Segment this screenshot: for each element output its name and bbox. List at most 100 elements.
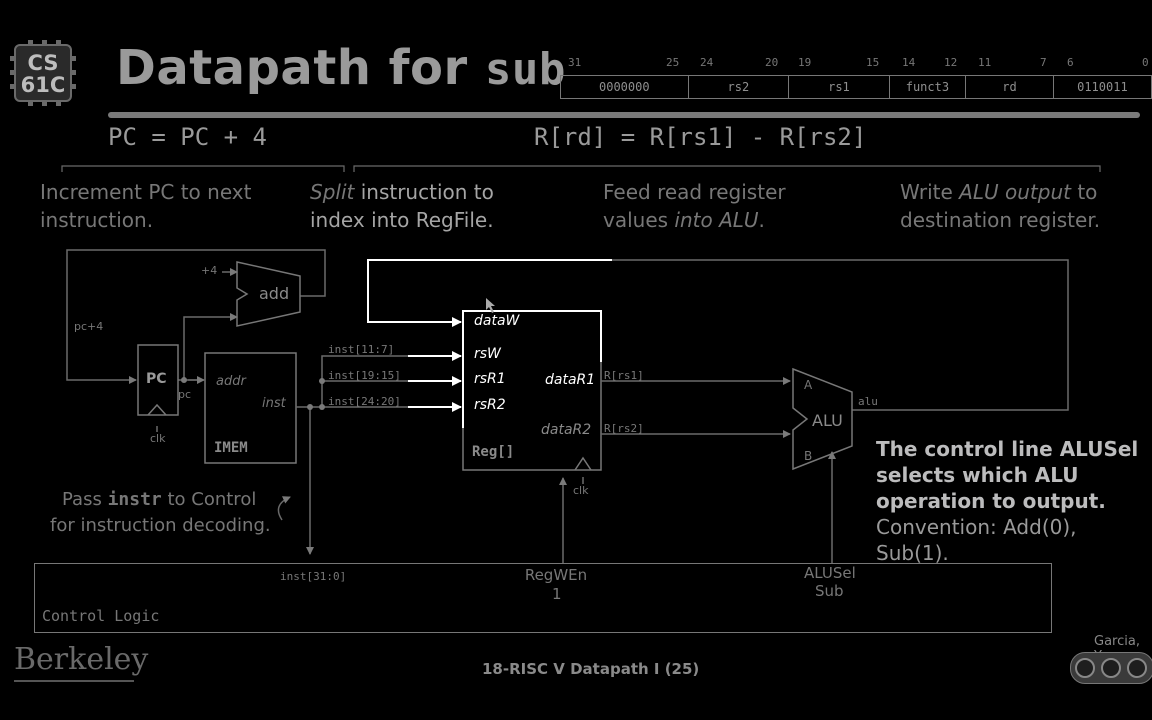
bit-label: 0 (1142, 56, 1149, 69)
imem-addr-label: addr (216, 374, 246, 389)
field-rs1: rs1 (788, 75, 890, 99)
desc-split-instruction: Split instruction to index into RegFile. (310, 178, 494, 234)
title-underline (108, 112, 1140, 118)
cc-icon (1075, 658, 1095, 678)
regfile-dataR2: dataR2 (541, 422, 592, 438)
r-rs1-label: R[rs1] (604, 369, 644, 382)
field-funct7: 0000000 (560, 75, 689, 99)
field-rd: rd (965, 75, 1054, 99)
desc-text: to (1070, 180, 1098, 204)
nc-icon (1127, 658, 1147, 678)
desc-text: instruction to (354, 180, 494, 204)
pc-label: PC (146, 371, 167, 387)
field-rs2: rs2 (687, 75, 790, 99)
pc-increment-wires (66, 249, 326, 432)
inst-rs1-bits: inst[19:15] (328, 369, 401, 382)
alu-input-wires (601, 377, 791, 438)
desc-text: Increment PC to next (40, 180, 252, 204)
field-opcode: 0110011 (1052, 75, 1152, 99)
inst-rd-bits: inst[11:7] (328, 343, 395, 356)
instruction-format: 0000000 rs2 rs1 funct3 rd 0110011 (560, 75, 1152, 99)
alu-input-a: A (804, 378, 813, 392)
note-code: instr (107, 489, 162, 510)
callout-text: operation to output. (876, 489, 1106, 513)
title-instr: sub (484, 44, 566, 95)
desc-text: . (758, 208, 765, 232)
slide-title: Datapath for sub (116, 40, 566, 96)
bracket-lines (61, 165, 1101, 172)
imem-inst-label: inst (262, 396, 286, 411)
alu-shape (792, 367, 853, 471)
alu-input-b: B (804, 449, 813, 463)
desc-write-output: Write ALU output to destination register… (900, 178, 1100, 234)
pc-output-label: pc (178, 388, 192, 401)
control-wires (559, 451, 836, 563)
regfile-rsR2: rsR2 (474, 397, 506, 413)
bit-label: 12 (944, 56, 958, 69)
bit-label: 7 (1040, 56, 1047, 69)
bit-label: 20 (765, 56, 779, 69)
desc-text: values (603, 208, 675, 232)
desc-text: instruction. (40, 208, 154, 232)
bit-label: 24 (700, 56, 714, 69)
note-text: to Control (161, 489, 257, 510)
regfile-dataR1: dataR1 (545, 372, 596, 388)
logo-line1: CS (27, 51, 59, 75)
imem-box (204, 352, 297, 464)
bit-label: 31 (568, 56, 582, 69)
by-icon (1101, 658, 1121, 678)
desc-text: destination register. (900, 208, 1101, 232)
lecture-footer: 18-RISC V Datapath I (25) (482, 660, 700, 678)
alusel-label: ALUSel (804, 564, 856, 582)
regfile-rsR1: rsR1 (474, 371, 506, 387)
bit-label: 19 (798, 56, 812, 69)
regwen-value: 1 (552, 585, 562, 603)
desc-emphasis: Split (310, 180, 355, 204)
bit-label: 6 (1067, 56, 1074, 69)
control-logic-box (34, 563, 1052, 633)
pc-clk-label: clk (150, 432, 166, 445)
highlighted-wires (367, 259, 612, 412)
creative-commons-badge (1070, 652, 1152, 684)
berkeley-logo-strip (14, 680, 134, 690)
inst-rs2-bits: inst[24:20] (328, 395, 401, 408)
r-rs2-label: R[rs2] (604, 422, 644, 435)
inst-31-0-label: inst[31:0] (280, 570, 347, 583)
callout-text: selects which ALU (876, 463, 1079, 487)
plus4-label: +4 (201, 264, 218, 277)
alusel-value: Sub (815, 582, 844, 600)
desc-feed-alu: Feed read register values into ALU. (603, 178, 786, 234)
bit-label: 25 (666, 56, 680, 69)
reg-equation: R[rd] = R[rs1] - R[rs2] (534, 123, 867, 151)
note-text: for instruction decoding. (50, 515, 271, 536)
pc-adder-shape (236, 261, 301, 327)
pc-clock-triangle (147, 403, 167, 416)
regfile-clock-triangle (574, 456, 592, 471)
regfile-box (462, 362, 602, 471)
callout-text: The control line ALUSel (876, 437, 1139, 461)
berkeley-logo: Berkeley (14, 642, 149, 677)
alu-label: ALU (812, 411, 843, 430)
mouse-cursor-icon (486, 298, 495, 313)
desc-text: Write (900, 180, 960, 204)
field-funct3: funct3 (888, 75, 967, 99)
wire-junctions (181, 377, 325, 410)
control-logic-label: Control Logic (42, 607, 160, 625)
bit-label: 15 (866, 56, 880, 69)
note-text: Pass (62, 489, 108, 510)
regfile-rsW: rsW (474, 346, 501, 362)
cs61c-logo: CS 61C (10, 40, 76, 106)
pass-instr-arrow (277, 496, 291, 521)
bit-label: 11 (978, 56, 992, 69)
imem-label: IMEM (214, 440, 248, 456)
adder-label: add (259, 284, 290, 303)
bit-label: 14 (902, 56, 916, 69)
regfile-label: Reg[] (472, 444, 515, 460)
alu-output-label: alu (858, 395, 878, 408)
instruction-wires (296, 355, 408, 555)
pass-instr-note: Pass instr to Control for instruction de… (50, 487, 271, 539)
pcplus4-label: pc+4 (74, 320, 104, 333)
regfile-clk-label: clk (573, 484, 589, 497)
regfile-dataW: dataW (474, 313, 520, 329)
